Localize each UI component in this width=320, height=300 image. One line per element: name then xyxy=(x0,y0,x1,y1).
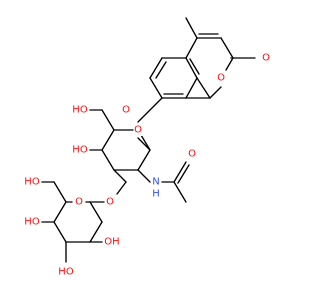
atom-label-background xyxy=(121,104,131,116)
bond xyxy=(116,181,127,195)
bond xyxy=(149,57,163,79)
atom-label-background xyxy=(72,144,88,156)
bond xyxy=(53,221,67,243)
bond xyxy=(53,181,67,203)
atom-label-glycosidic-o-bottom: O xyxy=(106,197,114,208)
atom-label-background xyxy=(261,52,271,64)
bond xyxy=(89,201,103,223)
bond xyxy=(101,109,115,131)
atom-label-ch2oh-bottom: HO xyxy=(24,177,40,188)
bond xyxy=(113,169,127,183)
bond xyxy=(189,58,200,75)
atom-label-background xyxy=(24,176,40,188)
bond xyxy=(185,37,198,59)
bond xyxy=(89,221,103,243)
atom-label-background xyxy=(72,104,88,116)
atom-label-lactone-ring-o: O xyxy=(217,73,225,84)
atom-label-background xyxy=(187,148,197,160)
bond xyxy=(101,129,115,151)
atom-label-background xyxy=(105,196,115,208)
atom-label-nh: N xyxy=(152,177,159,188)
atom-label-ring-oh-4: HO xyxy=(72,145,88,156)
bond xyxy=(196,77,211,99)
bond-layer xyxy=(41,17,256,263)
bond xyxy=(137,149,151,171)
atom-label-ch2oh-top: HO xyxy=(72,105,88,116)
bond xyxy=(185,57,198,79)
atom-label-oh-c3b: HO xyxy=(58,267,74,278)
atom-label-nh-h: H xyxy=(152,189,160,200)
atom-label-oh-c2b: OH xyxy=(104,237,119,248)
bond xyxy=(53,201,67,223)
bond xyxy=(101,149,115,171)
atom-label-background xyxy=(216,72,226,84)
bond xyxy=(177,164,190,184)
atom-label-ring-o-top: O xyxy=(122,105,130,116)
bond xyxy=(185,17,198,39)
atom-label-carbonyl-o: O xyxy=(262,53,270,64)
bond xyxy=(149,77,163,99)
atom-label-background xyxy=(133,124,143,136)
bond xyxy=(137,169,151,183)
atom-label-oh-c4b: HO xyxy=(24,217,40,228)
atom-label-glycosidic-o-top: O xyxy=(134,125,142,136)
bond xyxy=(155,61,167,79)
bond xyxy=(220,37,234,59)
atom-label-background xyxy=(24,216,40,228)
atom-label-background xyxy=(151,176,161,188)
bond xyxy=(137,137,151,151)
bond xyxy=(173,161,187,183)
bond xyxy=(137,97,163,123)
atom-label-background xyxy=(74,196,84,208)
bond xyxy=(173,181,187,203)
atom-label-background xyxy=(58,266,74,278)
atom-label-acetyl-o: O xyxy=(188,149,196,160)
bond xyxy=(209,86,222,99)
bond xyxy=(185,77,198,99)
atom-label-background xyxy=(104,236,120,248)
bond xyxy=(225,57,234,71)
atom-label-background xyxy=(151,188,161,200)
atom-label-pyranose-ring-o-b: O xyxy=(75,197,83,208)
